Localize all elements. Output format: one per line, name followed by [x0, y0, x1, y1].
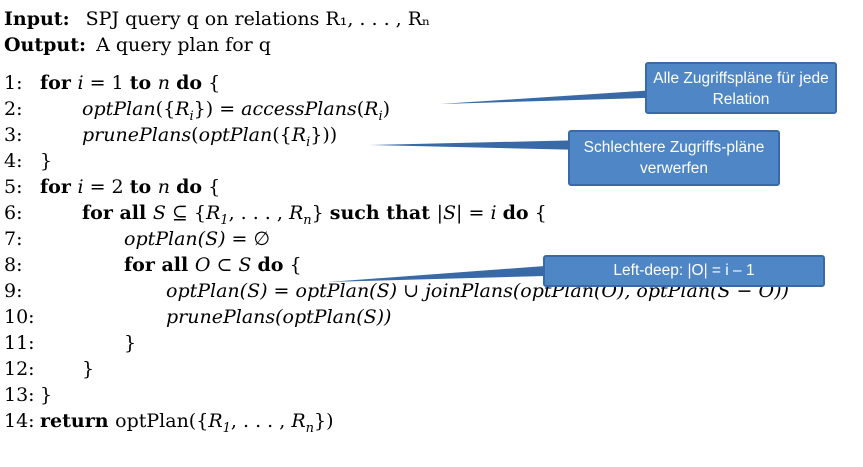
pointer-left-deep	[328, 266, 545, 282]
input-label: Input:	[4, 8, 70, 30]
line-number: 8:	[4, 254, 23, 276]
line-number: 4:	[4, 150, 23, 172]
callout-prune: Schlechtere Zugriffs-pläne verwerfen	[568, 130, 780, 186]
code-text: }	[40, 384, 53, 406]
line-number: 6:	[4, 202, 23, 224]
code-text: }	[124, 332, 137, 354]
line-number: 11:	[4, 332, 35, 354]
pointer-prune	[370, 140, 588, 150]
code-text: optPlan({Ri}) = accessPlans(Ri)	[82, 98, 391, 124]
code-text: }	[82, 358, 95, 380]
input-line: Input: SPJ query q on relations R₁, . . …	[4, 8, 430, 30]
output-label: Output:	[4, 34, 87, 56]
code-text: prunePlans(optPlan({Ri}))	[82, 124, 338, 150]
code-text: prunePlans(optPlan(S))	[166, 306, 392, 328]
callout-left-deep: Left-deep: |O| = i – 1	[543, 255, 825, 287]
code-text: for i = 2 to n do {	[40, 176, 221, 198]
line-number: 7:	[4, 228, 23, 250]
line-number: 9:	[4, 280, 23, 302]
input-text: SPJ query q on relations R₁, . . . , Rₙ	[85, 8, 431, 30]
line-number: 5:	[4, 176, 23, 198]
code-text: for all S ⊆ {R1, . . . , Rn} such that |…	[82, 202, 547, 228]
output-text: A query plan for q	[96, 34, 271, 56]
code-text: for all O ⊂ S do {	[124, 254, 302, 276]
line-number: 1:	[4, 72, 23, 94]
line-number: 13:	[4, 384, 35, 406]
line-number: 12:	[4, 358, 35, 380]
line-number: 10:	[4, 306, 35, 328]
line-number: 2:	[4, 98, 23, 120]
line-number: 3:	[4, 124, 23, 146]
callout-access-plans: Alle Zugriffspläne für jede Relation	[645, 62, 837, 114]
output-line: Output: A query plan for q	[4, 34, 271, 56]
code-text: return optPlan({R1, . . . , Rn})	[40, 410, 334, 436]
code-text: }	[40, 150, 53, 172]
line-number: 14:	[4, 410, 35, 432]
code-text: for i = 1 to n do {	[40, 72, 221, 94]
code-text: optPlan(S) = ∅	[124, 228, 271, 250]
